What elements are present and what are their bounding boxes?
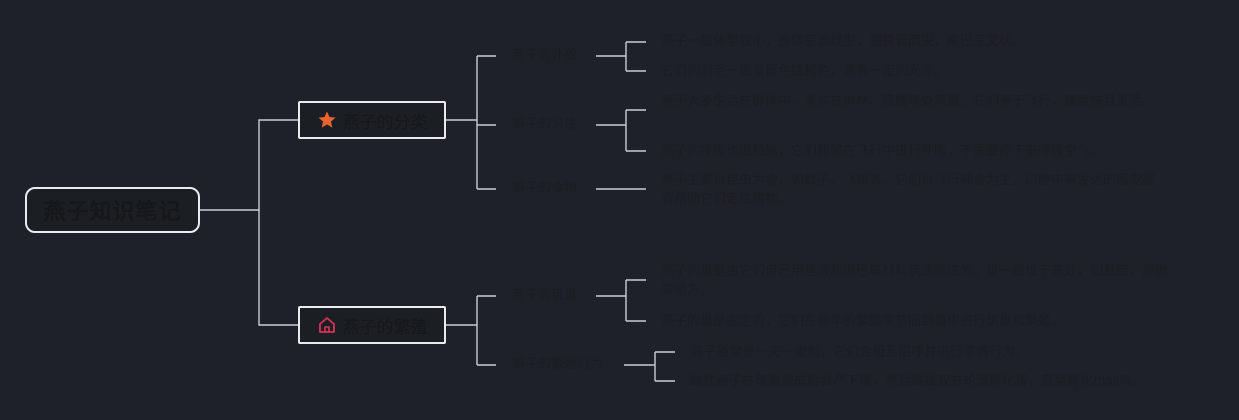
topic-food[interactable]: 燕子的食物 — [512, 181, 578, 196]
topic-appearance[interactable]: 燕子的外貌 — [512, 48, 578, 63]
root-title: 燕子知识笔记 — [43, 200, 182, 225]
detail-breeding-behavior-2[interactable]: 雌性燕子在筑巢完成后会产下蛋，然后雌雄双方轮流孵化蛋，直至孵化出幼鸟。 — [690, 374, 1146, 389]
connector-topic-2-details — [596, 109, 646, 152]
topic-nesting[interactable]: 燕子的筑巢 — [512, 288, 578, 303]
topic-breeding-behavior[interactable]: 燕子的繁殖行为 — [512, 357, 604, 372]
detail-food-1[interactable]: 燕子主要以昆虫为食，如蚊子、飞蛾等。它们以飞行捕食为主，口腔中有发达的感觉器官帮… — [661, 173, 1156, 207]
root-node[interactable]: 燕子知识笔记 — [25, 187, 200, 233]
detail-breeding-behavior-1[interactable]: 燕子通常是一夫一妻制，它们会相互招呼并进行求偶行为。 — [690, 345, 1029, 360]
topic-habits[interactable]: 燕子的习性 — [512, 117, 578, 132]
detail-appearance-2[interactable]: 它们的羽毛一般呈蓝色或褐色，具有一定的光泽。 — [661, 64, 948, 79]
home-icon — [317, 315, 337, 335]
detail-habits-2[interactable]: 燕子的呼吸也很特殊，它们能够在飞行中进行呼吸，不需要停下来呼吸空气。 — [661, 144, 1104, 159]
connector-branch-2-topics — [446, 295, 496, 366]
detail-nesting-1[interactable]: 燕子的巢是由它们自己用唾液和泥巴等材料筑造而成的。巢一般位于高处，如悬崖、屋檐等… — [661, 264, 1169, 298]
connector-topic-1-details — [596, 41, 646, 72]
detail-habits-1[interactable]: 燕子大多生活在群体中，喜欢在树林、高楼等处筑巢。它们善于飞行，速度快且灵活。 — [661, 94, 1156, 109]
branch-label: 燕子的繁殖 — [342, 317, 428, 338]
connector-branch-1-topics — [446, 55, 496, 190]
connector-root-branch-1 — [200, 119, 298, 211]
branch-label: 燕子的分类 — [342, 112, 428, 133]
branch-node-classification[interactable]: 燕子的分类 — [298, 101, 446, 139]
detail-appearance-1[interactable]: 燕子一般体型较小，身体呈流线型，翅膀长而尖，尾巴呈叉状。 — [661, 34, 1026, 49]
detail-nesting-2[interactable]: 燕子的巢是固定的，它们在每年的繁殖季节回到巢中进行筑巢和繁殖。 — [661, 314, 1065, 329]
connector-root-branch-2 — [258, 210, 298, 326]
branch-node-breeding[interactable]: 燕子的繁殖 — [298, 306, 446, 344]
connector-topic-4-details — [596, 279, 646, 322]
star-icon — [317, 110, 337, 130]
connector-topic-5-details — [624, 351, 675, 382]
